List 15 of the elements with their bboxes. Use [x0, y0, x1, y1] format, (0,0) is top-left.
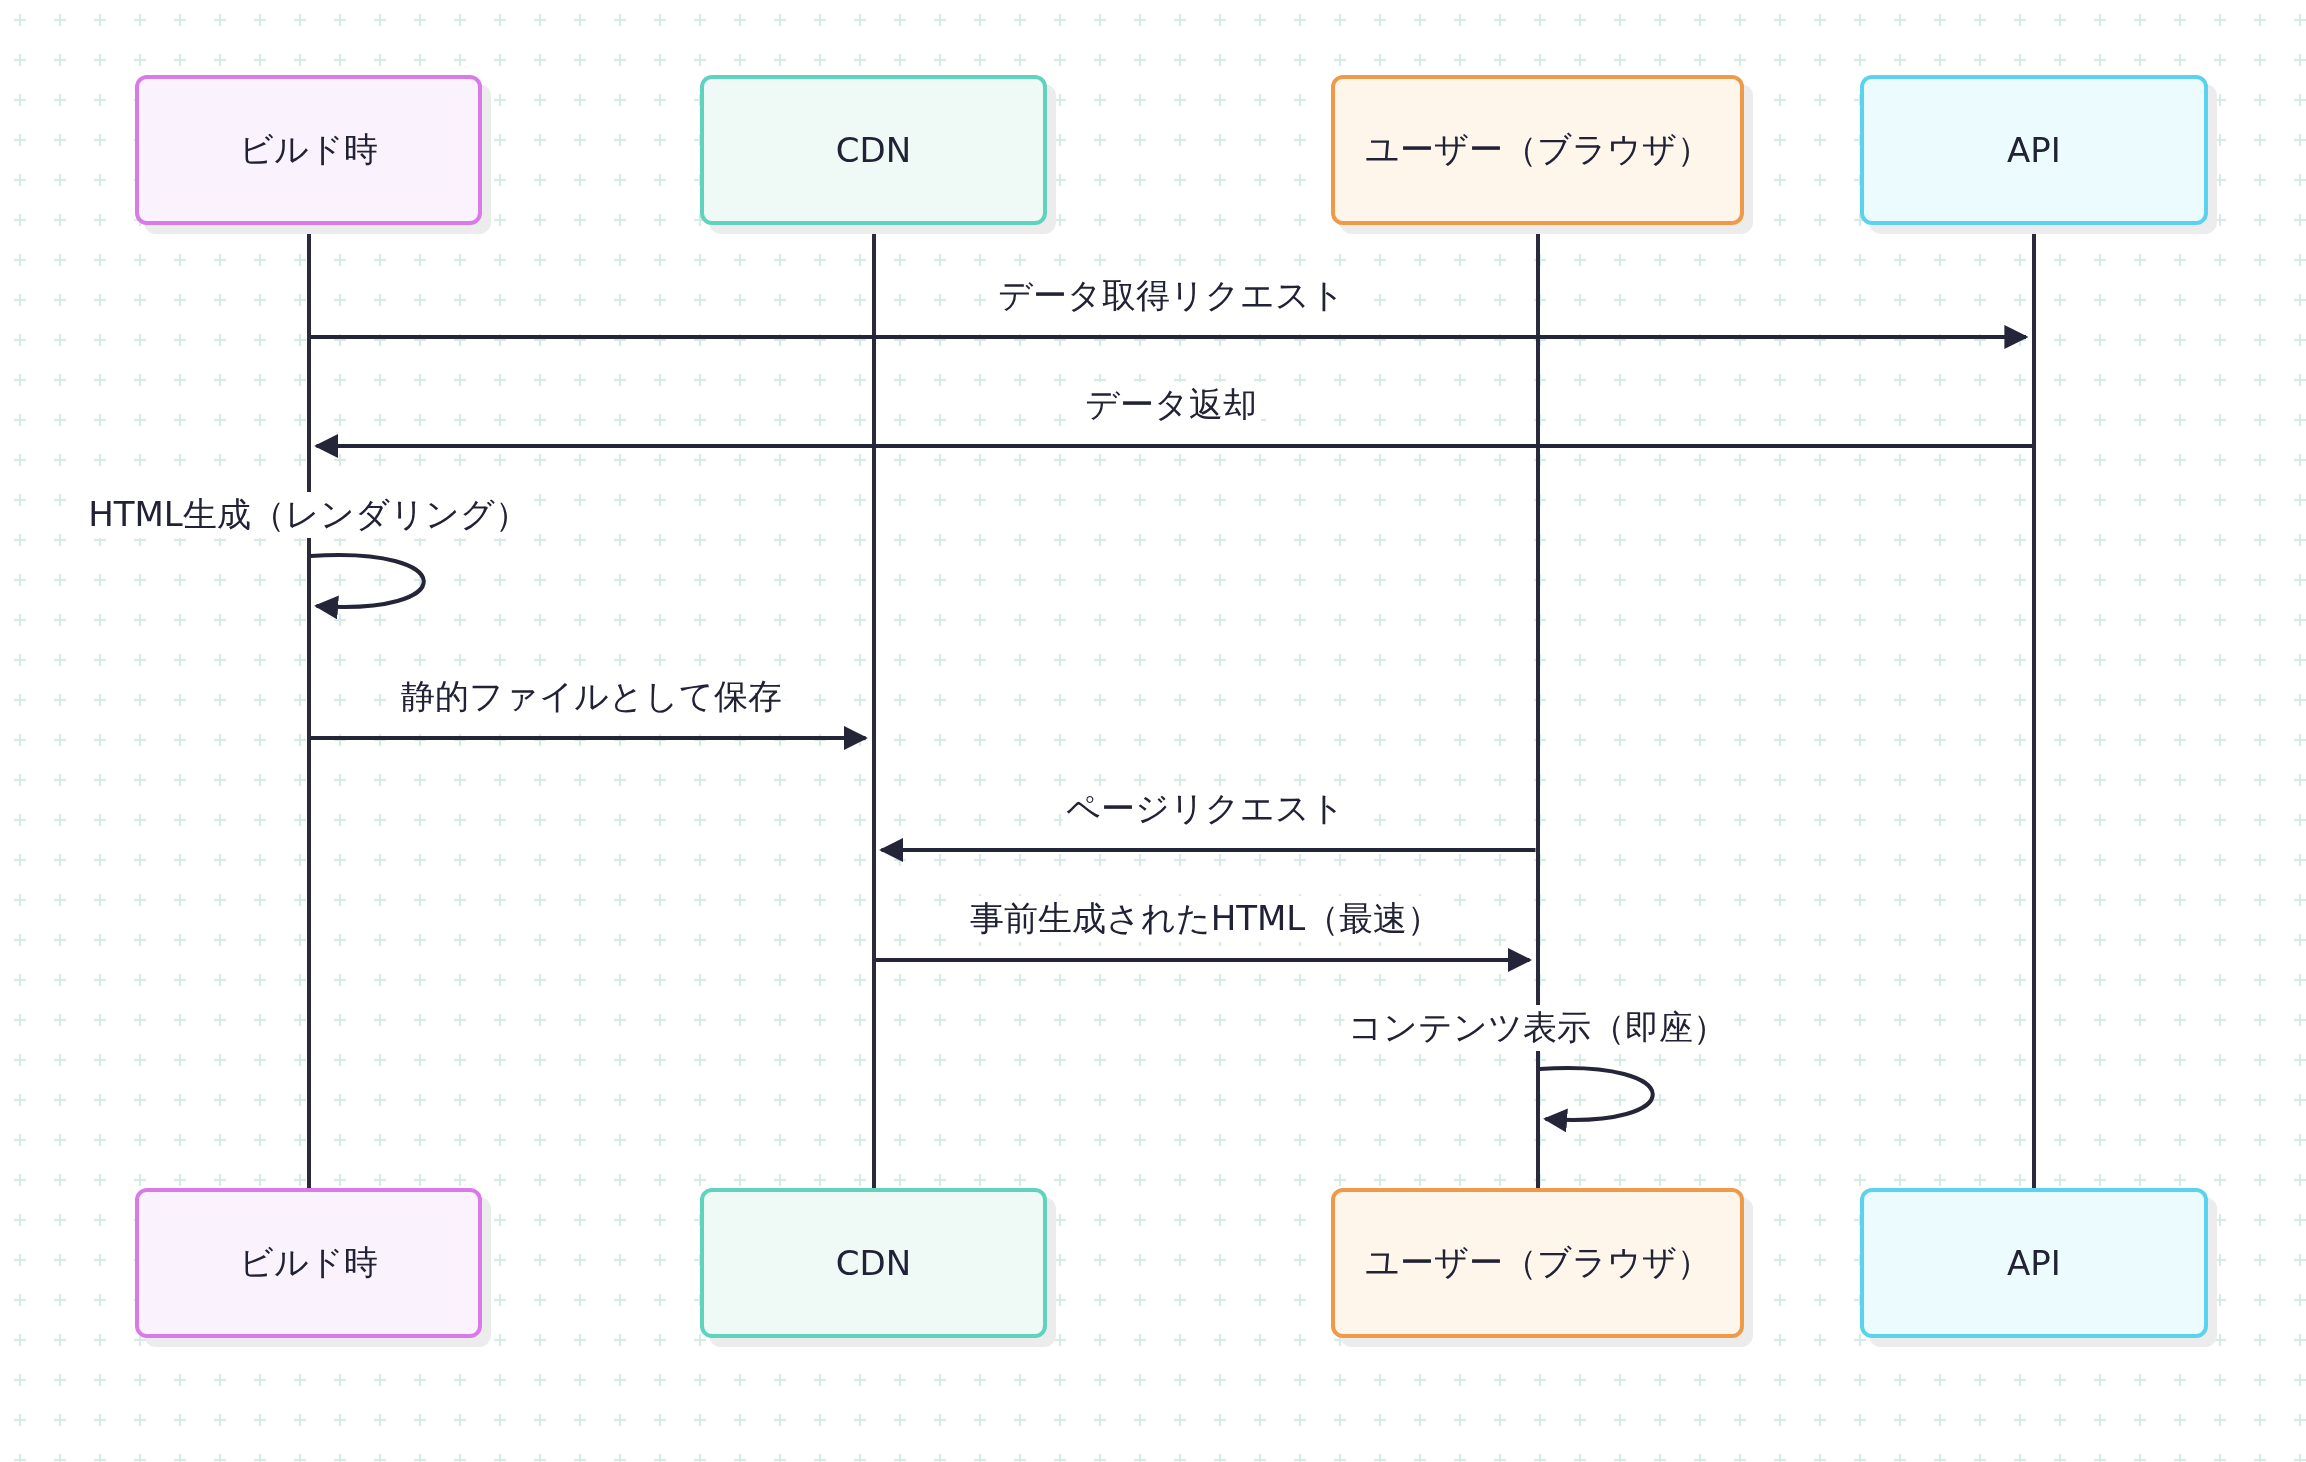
message-arrow: [310, 726, 868, 750]
message-arrow: [875, 948, 1532, 972]
self-loop-arrow: [310, 553, 426, 619]
self-loop-arrow: [1539, 1066, 1655, 1132]
message-arrow: [310, 325, 2029, 349]
participant-label: CDN: [835, 1243, 912, 1283]
participant-label: CDN: [835, 130, 912, 170]
participant-label: ビルド時: [239, 128, 378, 171]
participant-label: ユーザー（ブラウザ）: [1364, 1241, 1711, 1284]
participant-label: API: [2007, 1243, 2061, 1283]
participant-label: API: [2007, 130, 2061, 170]
participant-label: ビルド時: [239, 1241, 378, 1284]
message-arrow: [314, 434, 2032, 458]
message-arrow: [879, 838, 1536, 862]
participant-label: ユーザー（ブラウザ）: [1364, 128, 1711, 171]
